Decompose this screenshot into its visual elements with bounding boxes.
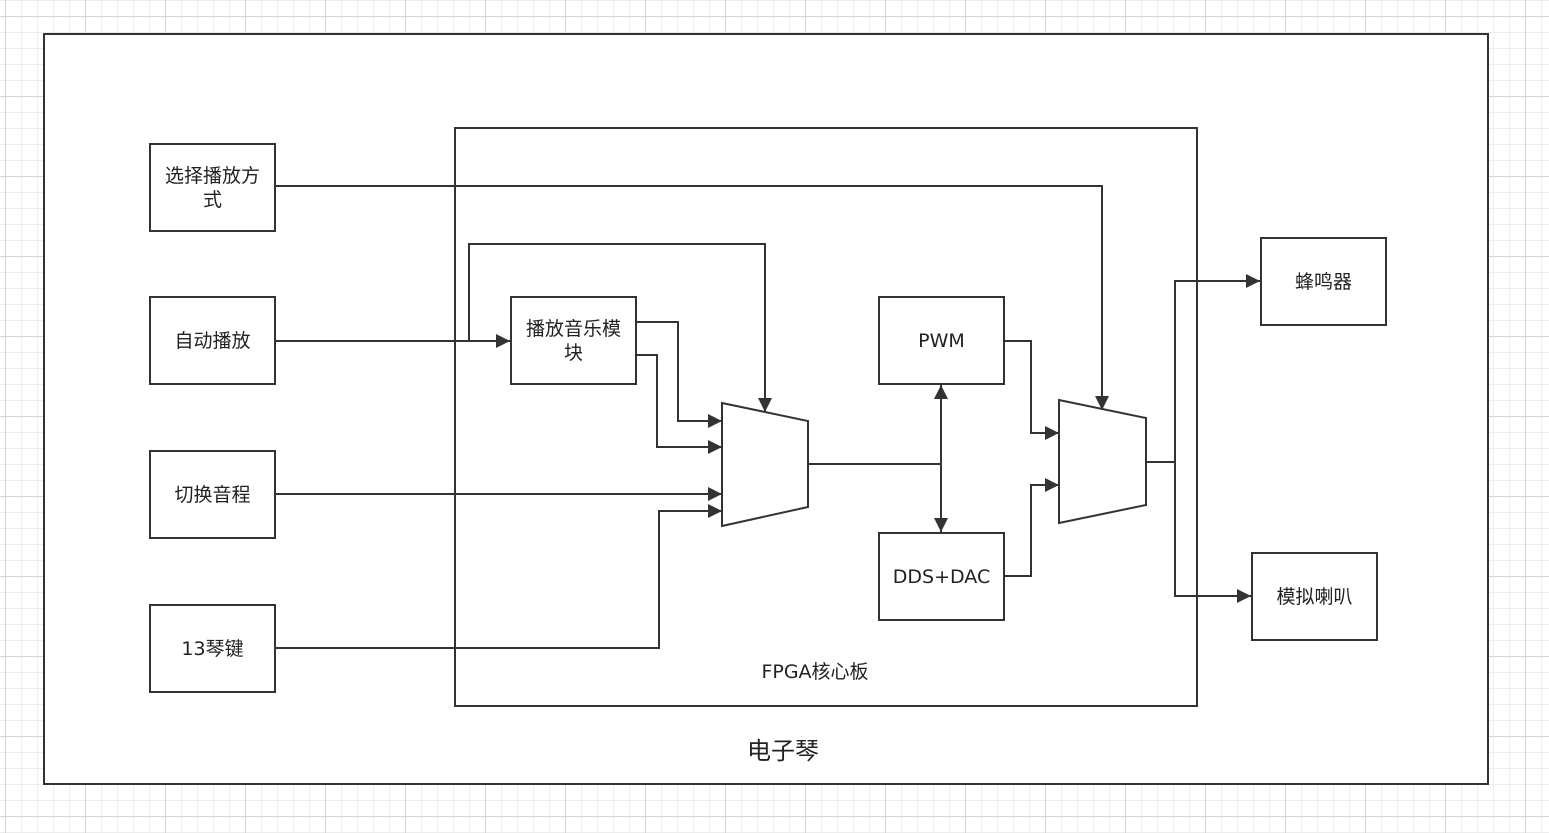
music-playback-module-block[interactable]: 播放音乐模块 <box>510 296 637 385</box>
buzzer-block[interactable]: 蜂鸣器 <box>1260 237 1387 326</box>
diagram-title: 电子琴 <box>747 737 819 765</box>
dds-dac-block[interactable]: DDS+DAC <box>878 532 1005 621</box>
switch-pitch-block[interactable]: 切换音程 <box>149 450 276 539</box>
auto-play-block[interactable]: 自动播放 <box>149 296 276 385</box>
fpga-board-panel <box>454 127 1198 707</box>
analog-speaker-block[interactable]: 模拟喇叭 <box>1251 552 1378 641</box>
fpga-board-label: FPGA核心板 <box>761 661 869 683</box>
piano-keys-block[interactable]: 13琴键 <box>149 604 276 693</box>
pwm-block[interactable]: PWM <box>878 296 1005 385</box>
select-play-mode-block[interactable]: 选择播放方式 <box>149 143 276 232</box>
